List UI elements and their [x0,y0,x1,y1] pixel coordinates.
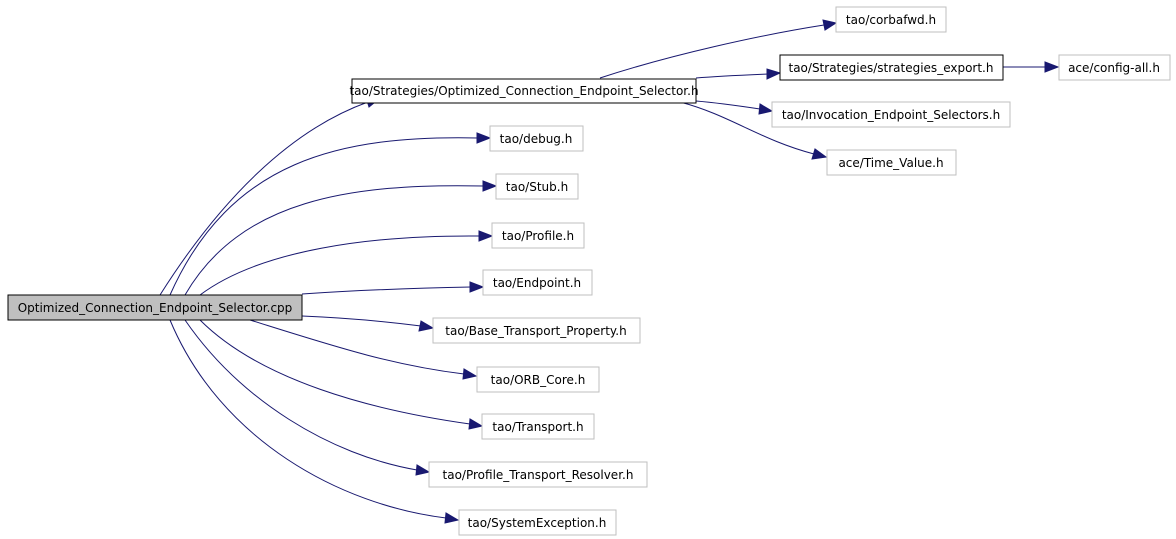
node-orb-core[interactable]: tao/ORB_Core.h [476,366,600,393]
arrow-head [444,512,460,524]
arrow-head [1044,61,1060,73]
node-debug[interactable]: tao/debug.h [489,125,584,152]
edge-root-to-transport [199,319,471,425]
node-stub[interactable]: tao/Stub.h [495,173,579,200]
node-label: tao/SystemException.h [468,516,607,530]
arrow-head [758,103,774,115]
arrow-head [415,464,431,476]
arrow-head [469,281,485,293]
node-label: tao/Profile.h [502,229,574,243]
node-transport[interactable]: tao/Transport.h [481,413,595,440]
edge-root-to-orb-core [249,319,465,375]
edge-root-to-endpoint [301,286,472,295]
node-endpoint[interactable]: tao/Endpoint.h [482,269,593,296]
edge-selector-h-to-strategies-export [695,73,769,79]
node-label: tao/Endpoint.h [493,276,581,290]
nodes: Optimized_Connection_Endpoint_Selector.c… [7,6,1171,536]
node-config-all[interactable]: ace/config-all.h [1058,54,1171,81]
node-label: tao/corbafwd.h [846,13,936,27]
arrow-head [476,132,492,144]
node-label: tao/Base_Transport_Property.h [445,324,626,338]
edge-root-to-debug [169,137,479,296]
arrow-head [418,320,435,332]
node-label: tao/Transport.h [492,420,583,434]
edge-selector-h-to-invocation-selectors [695,100,761,110]
node-label: tao/debug.h [500,132,573,146]
node-label: tao/ORB_Core.h [491,373,586,387]
edge-root-to-selector-h [159,101,369,296]
edge-root-to-profile [199,235,481,296]
node-root[interactable]: Optimized_Connection_Endpoint_Selector.c… [7,294,303,321]
arrow-head [468,418,484,430]
edge-root-to-system-exception [169,319,447,519]
node-label: tao/Strategies/strategies_export.h [789,61,994,75]
edge-selector-h-to-time-value [679,101,815,155]
node-label: tao/Profile_Transport_Resolver.h [443,468,634,482]
arrow-head [822,19,838,31]
arrow-head [462,368,478,380]
edge-root-to-stub [184,185,485,296]
node-label: Optimized_Connection_Endpoint_Selector.c… [18,301,293,315]
node-label: ace/Time_Value.h [838,156,943,170]
node-label: tao/Strategies/Optimized_Connection_Endp… [349,84,698,98]
node-selector-h[interactable]: tao/Strategies/Optimized_Connection_Endp… [349,78,699,104]
edge-selector-h-to-corbafwd [599,24,825,79]
node-time-value[interactable]: ace/Time_Value.h [826,149,957,176]
node-profile-transport-resolver[interactable]: tao/Profile_Transport_Resolver.h [428,461,648,488]
edge-root-to-profile-transport-resolver [184,319,418,471]
arrow-head [766,68,782,80]
arrow-head [482,180,498,192]
node-base-transport-property[interactable]: tao/Base_Transport_Property.h [432,317,641,344]
node-corbafwd[interactable]: tao/corbafwd.h [835,6,947,33]
node-invocation-selectors[interactable]: tao/Invocation_Endpoint_Selectors.h [771,101,1011,128]
node-profile[interactable]: tao/Profile.h [491,222,585,249]
node-label: tao/Invocation_Endpoint_Selectors.h [782,108,1000,122]
edges [159,19,1060,524]
node-label: ace/config-all.h [1068,61,1160,75]
node-system-exception[interactable]: tao/SystemException.h [458,509,617,536]
node-strategies-export[interactable]: tao/Strategies/strategies_export.h [779,54,1004,81]
arrow-head [478,230,494,242]
node-label: tao/Stub.h [506,180,568,194]
arrow-head [811,148,828,160]
edge-root-to-base-transport-property [301,315,422,327]
